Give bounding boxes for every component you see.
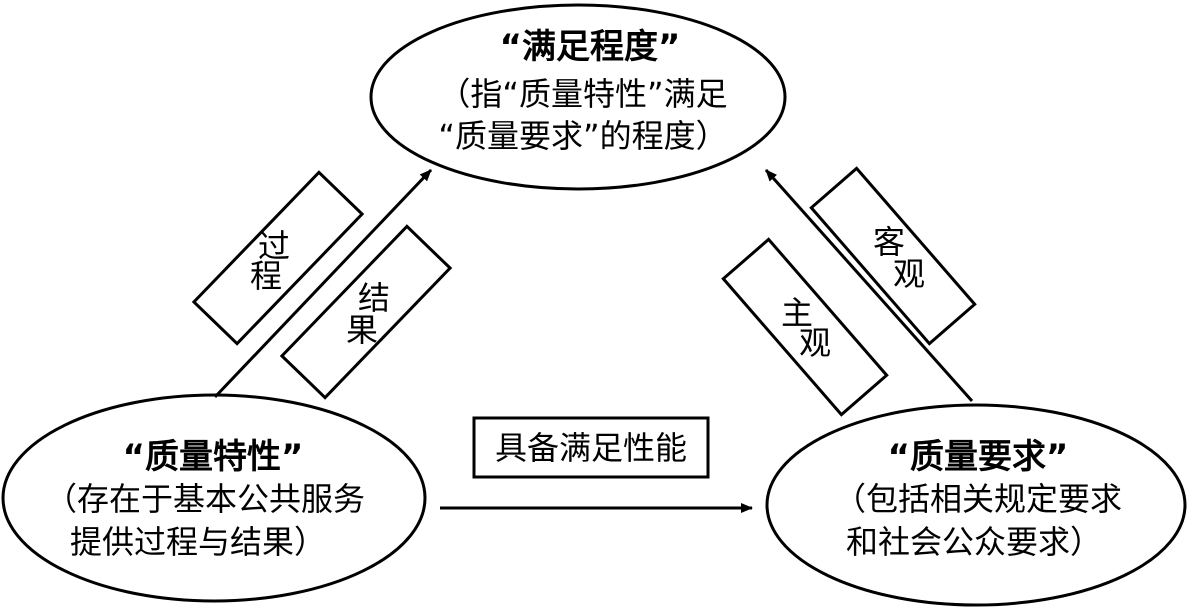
- right-arrow: [764, 169, 974, 402]
- characteristics-title: “质量特性”: [123, 437, 304, 477]
- right-outer-label: 客 观: [809, 166, 977, 346]
- bottom-edge-label-text: 具备满足性能: [495, 429, 687, 467]
- left-outer-label: 过 程: [191, 170, 365, 346]
- satisfaction-line2: “质量要求”的程度）: [438, 117, 727, 155]
- characteristics-line1: （存在于基本公共服务: [45, 480, 365, 518]
- satisfaction-node: [369, 3, 787, 191]
- right-outer-char1: 客: [873, 223, 905, 261]
- right-inner-char2: 观: [799, 324, 831, 362]
- left-inner-char1: 结: [358, 279, 390, 317]
- right-inner-char1: 主: [781, 294, 813, 332]
- characteristics-line2: 提供过程与结果）: [70, 523, 326, 561]
- requirements-line1: （包括相关规定要求: [834, 480, 1122, 518]
- bottom-edge-label: 具备满足性能: [472, 416, 710, 479]
- left-inner-char2: 果: [346, 311, 378, 349]
- characteristics-node: [1, 393, 427, 603]
- left-outer-char1: 过: [258, 227, 290, 265]
- left-outer-char2: 程: [250, 257, 282, 295]
- left-inner-label: 结 果: [279, 224, 453, 400]
- satisfaction-title: “满足程度”: [500, 27, 681, 67]
- requirements-line2: 和社会公众要求）: [846, 523, 1102, 561]
- right-outer-char2: 观: [893, 255, 925, 293]
- right-inner-label: 主 观: [721, 237, 889, 417]
- requirements-node: [765, 403, 1187, 607]
- left-arrow: [213, 168, 433, 399]
- satisfaction-line1: （指“质量特性”满足: [438, 75, 727, 113]
- requirements-title: “质量要求”: [888, 437, 1069, 477]
